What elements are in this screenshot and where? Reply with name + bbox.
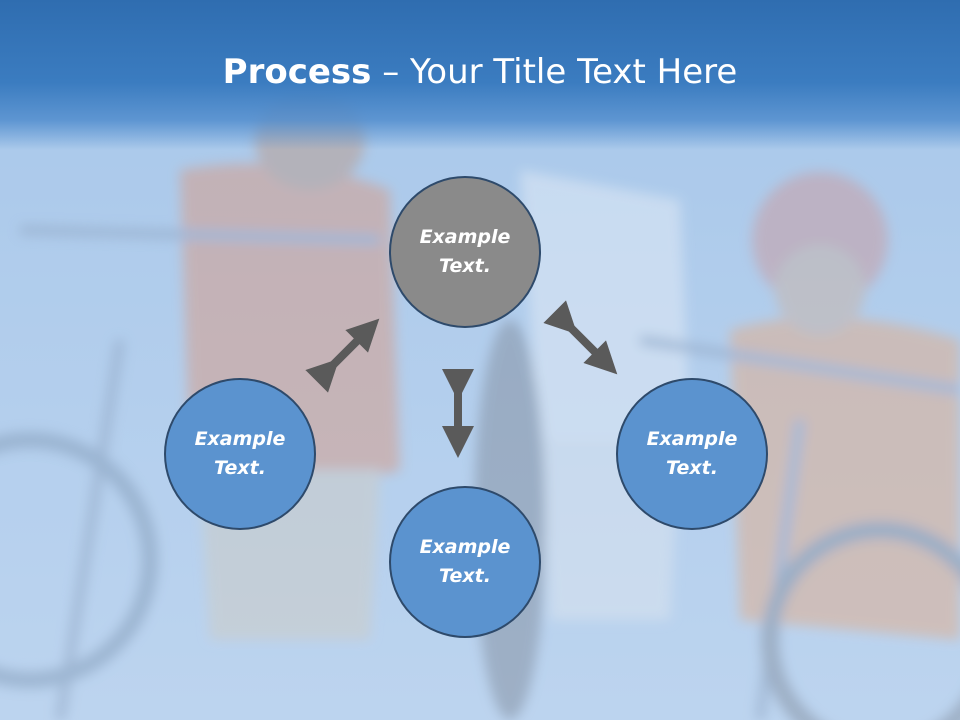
slide-title: Process – Your Title Text Here: [0, 52, 960, 92]
process-node-bottom[interactable]: Example Text.: [389, 486, 541, 638]
title-separator: –: [371, 52, 411, 92]
process-node-label: Example Text.: [194, 428, 286, 479]
title-bold: Process: [222, 52, 372, 92]
process-node-label: Example Text.: [646, 428, 738, 479]
process-node-label: Example Text.: [419, 226, 511, 277]
process-node-label: Example Text.: [419, 536, 511, 587]
double-arrow-icon: [543, 300, 618, 375]
title-bar: [0, 0, 960, 150]
process-node-right[interactable]: Example Text.: [616, 378, 768, 530]
double-arrow-icon: [305, 318, 380, 393]
title-rest: Your Title Text Here: [410, 52, 738, 92]
process-node-center[interactable]: Example Text.: [389, 176, 541, 328]
process-node-left[interactable]: Example Text.: [164, 378, 316, 530]
